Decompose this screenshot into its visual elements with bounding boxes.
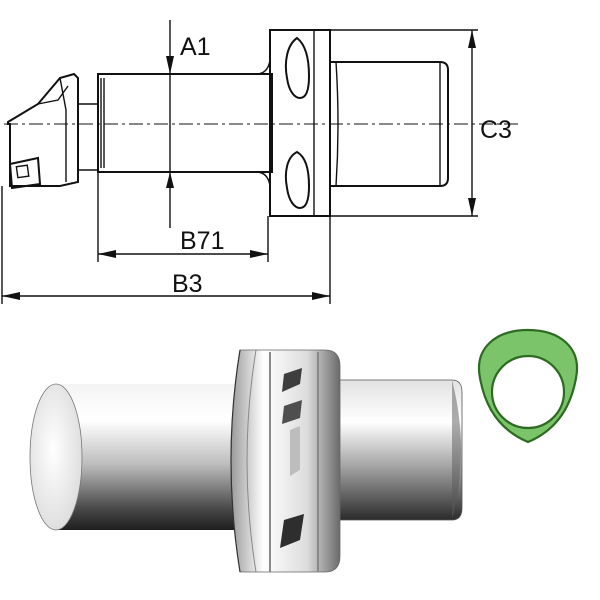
b71-label: B71 <box>180 227 224 255</box>
taper <box>330 61 449 187</box>
render-taper <box>319 379 463 521</box>
flange-slot-top <box>284 36 311 100</box>
flange-slot-bottom <box>284 150 311 210</box>
render-shank-face <box>29 383 83 531</box>
render-slot-2 <box>282 400 302 424</box>
side-view-drawing: A1 C3 B71 B3 <box>1 20 520 304</box>
b3-label: B3 <box>172 270 203 298</box>
render-slot-3 <box>280 514 304 548</box>
a1-label: A1 <box>180 33 211 61</box>
boring-head <box>7 72 79 187</box>
render-shank <box>56 384 248 530</box>
profile-bore <box>490 354 566 430</box>
flange <box>269 29 331 217</box>
neck <box>78 103 98 171</box>
render-slot-1 <box>282 368 302 392</box>
shank <box>97 73 273 173</box>
a1-arrow-top <box>166 56 174 74</box>
shank-transition <box>255 59 271 187</box>
rendered-view <box>29 349 463 573</box>
square-insert-icon <box>8 156 42 190</box>
c3-label: C3 <box>480 116 512 144</box>
boring-head-edge2 <box>59 77 67 182</box>
polygon-taper-profile-icon <box>477 328 579 444</box>
a1-arrow-bottom <box>166 172 174 188</box>
boring-head-edge <box>37 85 69 105</box>
